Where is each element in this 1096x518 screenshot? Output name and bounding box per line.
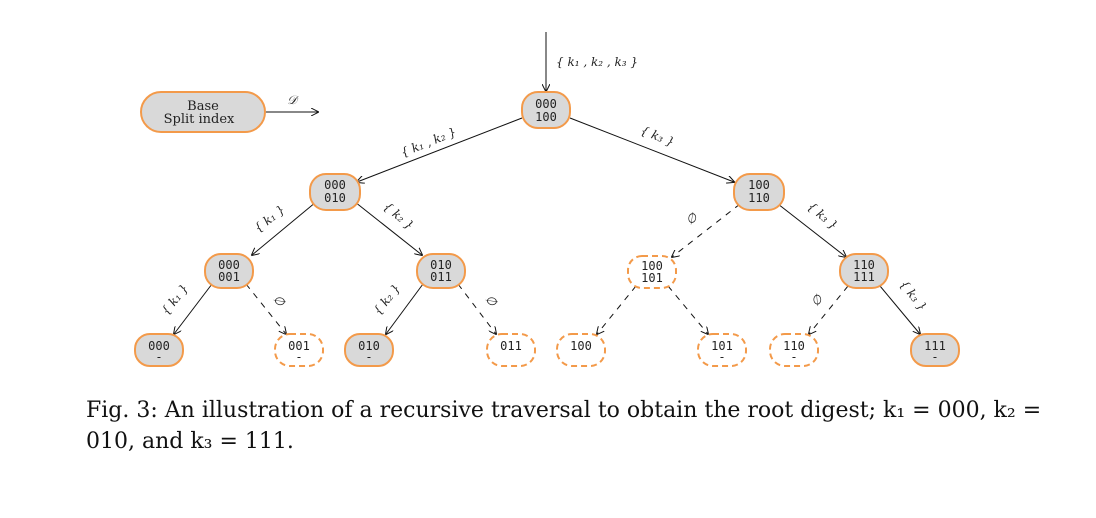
leaf-000-line1: 000 [148, 339, 170, 353]
leaf-011: 011 [486, 333, 536, 367]
legend-base-label: Base [187, 99, 219, 114]
edge-b-left [672, 203, 741, 257]
leaf-010-line2: - [365, 350, 372, 364]
leaf-nodes: 000 - 001 - 010 - 011 100 101 - [134, 333, 960, 367]
leaf-100-line1: 100 [570, 339, 592, 353]
legend-node [140, 91, 266, 133]
leaf-111-line1: 111 [924, 339, 946, 353]
internal-nodes: 000 100 000 010 100 110 000 001 010 011 … [204, 91, 889, 289]
edge-label-c-right: ∅ [270, 292, 288, 309]
node-110-111-line2: 111 [853, 270, 875, 284]
leaf-111: 111 - [910, 333, 960, 367]
leaf-001-line1: 001 [288, 339, 310, 353]
node-100-110-line1: 100 [748, 178, 770, 192]
node-100-101-line2: 101 [641, 271, 663, 285]
leaf-000-line2: - [155, 350, 162, 364]
node-000-001-line1: 000 [218, 258, 240, 272]
edge-label-b-right: { k₃ } [805, 199, 841, 232]
leaf-110-line1: 110 [783, 339, 805, 353]
edge-labels: { k₁ , k₂ } { k₃ } { k₁ } { k₂ } ∅ { k₃ … [159, 123, 930, 317]
node-root-line2: 100 [535, 110, 557, 124]
leaf-110: 110 - [769, 333, 819, 367]
leaf-010-line1: 010 [358, 339, 380, 353]
leaf-110-line2: - [790, 350, 797, 364]
legend-split-index-label: Split index [164, 112, 235, 127]
edge-label-d-left: { k₂ } [371, 281, 404, 317]
root-input-label: { k₁ , k₂ , k₃ } [556, 55, 638, 69]
edge-a-right [354, 201, 422, 255]
node-010-011: 010 011 [416, 253, 466, 289]
node-110-111-line1: 110 [853, 258, 875, 272]
edge-e-left [597, 285, 637, 334]
node-000-001: 000 001 [204, 253, 254, 289]
edge-a-left [252, 201, 317, 255]
leaf-000: 000 - [134, 333, 184, 367]
edge-label-root-right: { k₃ } [639, 123, 677, 149]
node-root: 000 100 [521, 91, 571, 129]
leaf-100: 100 [556, 333, 606, 367]
node-root-line1: 000 [535, 97, 557, 111]
edge-label-g-left: ∅ [808, 292, 826, 309]
node-100-101: 100 101 [627, 255, 677, 289]
leaf-101-line1: 101 [711, 339, 733, 353]
leaf-001: 001 - [274, 333, 324, 367]
leaf-101: 101 - [697, 333, 747, 367]
node-000-010: 000 010 [309, 173, 361, 211]
node-010-011-line2: 011 [430, 270, 452, 284]
edge-label-g-right: { k₃ } [897, 277, 930, 313]
edge-g-right [879, 285, 920, 334]
edge-c-left [174, 283, 213, 334]
node-000-010-line2: 010 [324, 191, 346, 205]
leaf-011-line1: 011 [500, 339, 522, 353]
edge-d-right [457, 283, 496, 334]
edge-label-c-left: { k₁ } [159, 281, 192, 317]
edges [174, 117, 920, 334]
leaf-001-line2: - [295, 350, 302, 364]
edge-root-left [357, 117, 523, 182]
edge-g-left [809, 285, 849, 334]
leaf-010: 010 - [344, 333, 394, 367]
edge-c-right [245, 283, 286, 334]
leaf-101-line2: - [718, 350, 725, 364]
edge-e-right [667, 285, 708, 334]
edge-b-right [777, 203, 846, 257]
node-010-011-line1: 010 [430, 258, 452, 272]
edge-root-right [569, 117, 734, 182]
traversal-diagram: Base Split index 𝒟 { k₁ , k₂ , k₃ } { k₁… [134, 32, 960, 367]
node-110-111: 110 111 [839, 253, 889, 289]
node-100-110-line2: 110 [748, 191, 770, 205]
node-000-001-line2: 001 [218, 270, 240, 284]
node-000-010-line1: 000 [324, 178, 346, 192]
legend: Base Split index 𝒟 [140, 91, 318, 133]
edge-label-d-right: ∅ [482, 292, 500, 309]
edge-d-left [386, 283, 424, 334]
leaf-111-line2: - [931, 350, 938, 364]
edge-label-b-left: ∅ [683, 210, 700, 228]
figure-caption: Fig. 3: An illustration of a recursive t… [86, 398, 1042, 454]
legend-arrow-label: 𝒟 [287, 93, 299, 107]
edge-label-a-right: { k₂ } [381, 199, 417, 232]
node-100-101-line1: 100 [641, 259, 663, 273]
node-100-110: 100 110 [733, 173, 785, 211]
